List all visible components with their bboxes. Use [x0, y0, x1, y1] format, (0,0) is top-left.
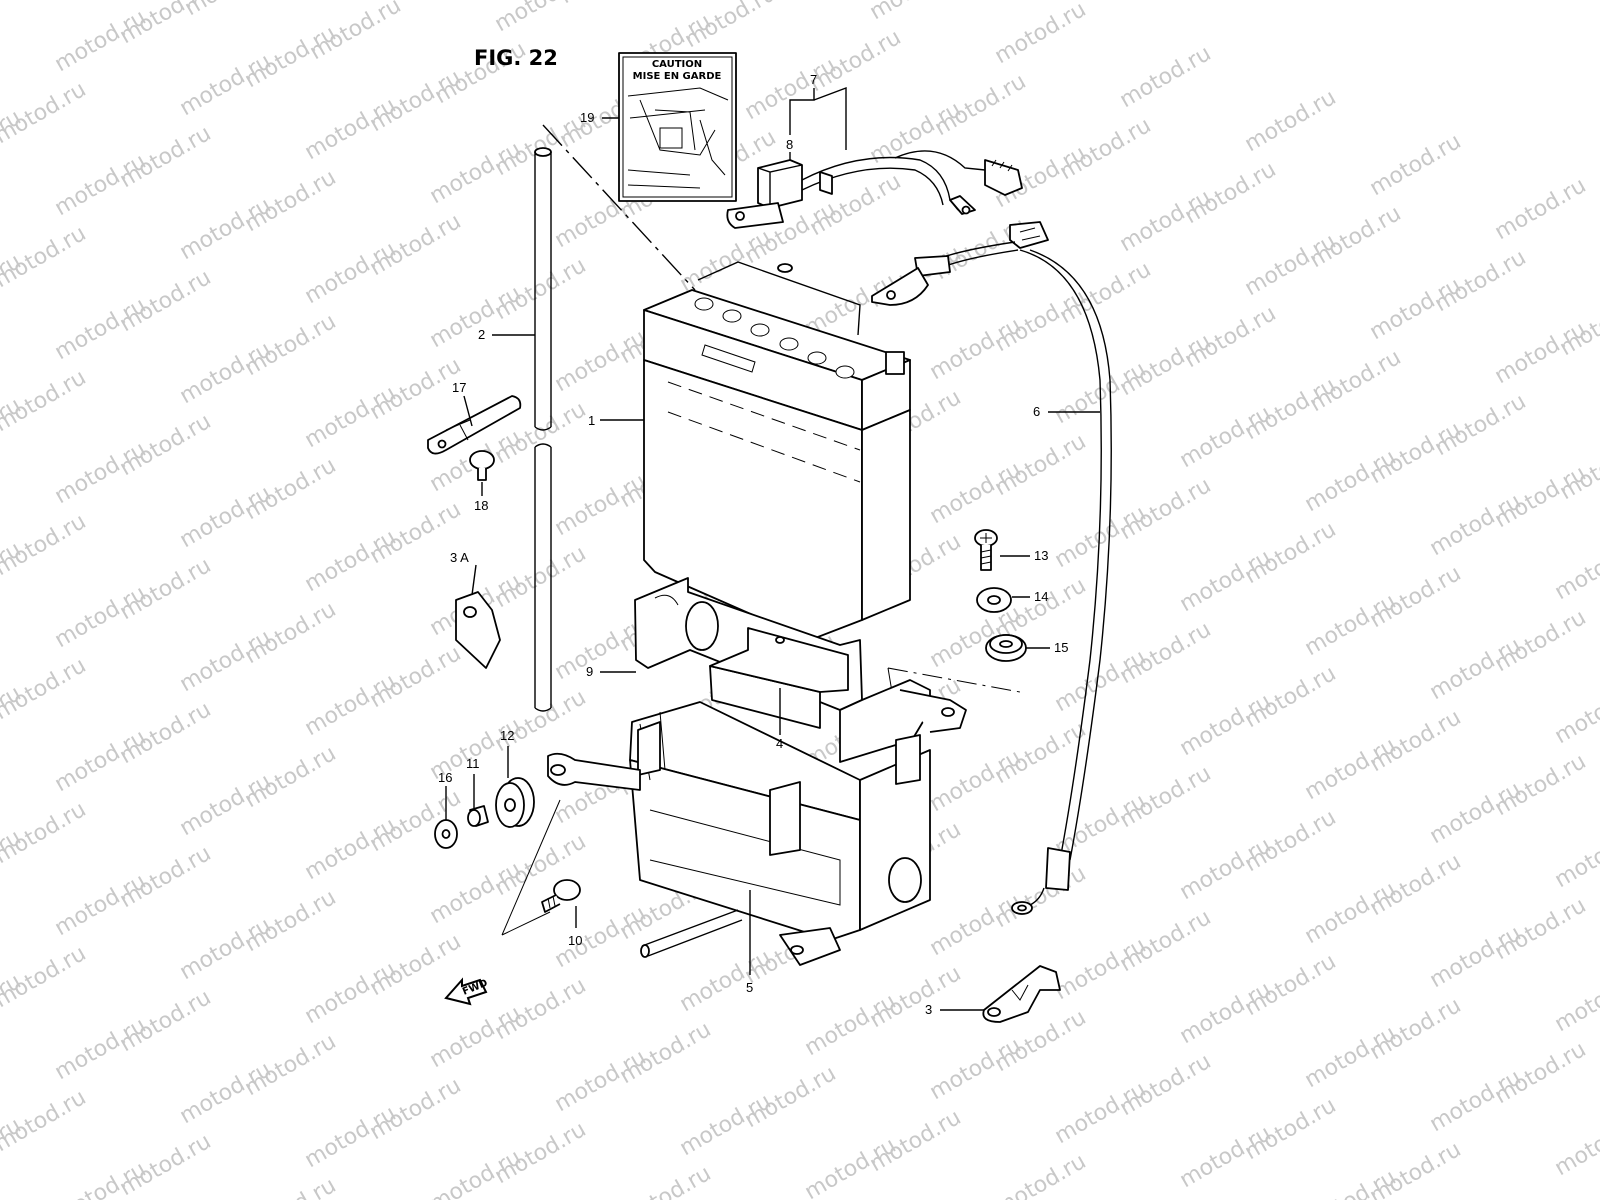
rod-part [534, 147, 552, 712]
battery-part [643, 261, 911, 641]
watermark-text: motod.ru [241, 1173, 341, 1200]
callouts: 1 2 3 3 A 4 5 6 7 8 9 10 11 12 13 14 15 … [438, 72, 1068, 1017]
watermark-text: motod.ru [991, 0, 1091, 69]
watermark-text: motod.ru [1551, 1109, 1600, 1181]
watermark-text: motod.ru [491, 0, 591, 37]
rod-leader-line [542, 124, 696, 291]
callout-5: 5 [746, 980, 753, 995]
callout-1: 1 [588, 413, 595, 428]
callout-19: 19 [580, 110, 594, 125]
washer-16-part [434, 819, 458, 849]
grommet-15-part [985, 634, 1027, 662]
callout-9: 9 [586, 664, 593, 679]
callout-14: 14 [1034, 589, 1048, 604]
callout-leaders [445, 86, 1100, 1011]
callout-3: 3 [925, 1002, 932, 1017]
watermark-text: motod.ru [1241, 85, 1341, 157]
caution-text: CAUTION [652, 59, 702, 70]
callout-17: 17 [452, 380, 466, 395]
callout-3a: 3 A [450, 550, 469, 565]
watermark-text: motod.ru [1551, 533, 1600, 605]
harness-part [726, 150, 1023, 229]
screw-13-part [974, 529, 998, 571]
watermark-text: motod.ru [991, 1149, 1091, 1200]
collar-11-part [467, 805, 489, 827]
callout-10: 10 [568, 933, 582, 948]
caution-label-part: CAUTION MISE EN GARDE [618, 52, 737, 202]
callout-16: 16 [438, 770, 452, 785]
watermark-text: motod.ru [866, 0, 966, 25]
callout-15: 15 [1054, 640, 1068, 655]
callout-6: 6 [1033, 404, 1040, 419]
fwd-arrow-icon: FWD [444, 977, 489, 1006]
callout-7: 7 [810, 72, 817, 87]
watermark-text: motod.ru [1551, 677, 1600, 749]
grommet-12-part [495, 777, 535, 828]
mise-en-garde-text: MISE EN GARDE [633, 71, 722, 82]
watermark-text: motod.ru [1366, 129, 1466, 201]
watermark-text: motod.ru [1301, 1165, 1401, 1200]
callout-13: 13 [1034, 548, 1048, 563]
callout-4: 4 [776, 736, 783, 751]
watermark-text: motod.ru [0, 0, 25, 33]
plate-3-part [982, 965, 1061, 1023]
screw-18-part [469, 450, 495, 481]
bracket-17-part [427, 395, 522, 455]
callout-12: 12 [500, 728, 514, 743]
watermark-text: motod.ru [1551, 965, 1600, 1037]
watermark-text: motod.ru [616, 1161, 716, 1200]
callout-2: 2 [478, 327, 485, 342]
left-arm-part [547, 752, 641, 791]
watermark-text: motod.ru [0, 0, 90, 5]
watermark-text: motod.ru [556, 0, 656, 9]
watermark-text: motod.ru [1491, 173, 1591, 245]
leader-10 [501, 799, 561, 936]
tray-part [629, 577, 967, 966]
watermark-text: motod.ru [426, 1145, 526, 1200]
bolt-10-part [541, 879, 581, 913]
cable-part [871, 221, 1112, 915]
clip-3a-part [455, 591, 501, 669]
callout-11: 11 [466, 756, 480, 771]
figure-title: FIG. 22 [474, 46, 558, 70]
callout-8: 8 [786, 137, 793, 152]
watermark-text: motod.ru [1551, 821, 1600, 893]
watermark-text: motod.ru [1116, 41, 1216, 113]
callout-18: 18 [474, 498, 488, 513]
washer-14-part [976, 587, 1012, 613]
